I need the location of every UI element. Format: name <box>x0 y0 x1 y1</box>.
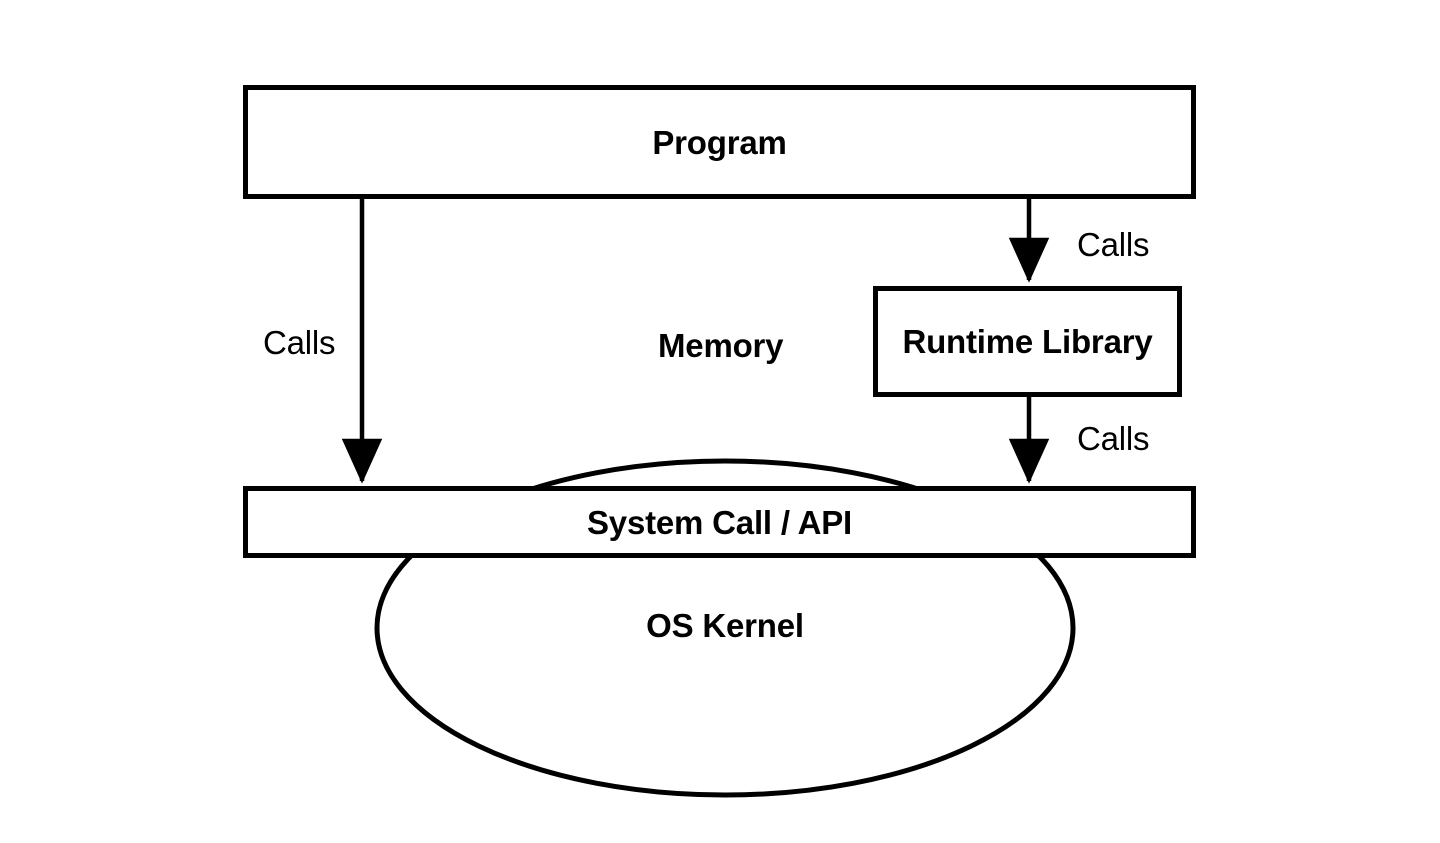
edge-label-calls-program-to-runtime: Calls <box>1077 226 1150 263</box>
node-runtime-library[interactable]: Runtime Library <box>873 286 1182 397</box>
node-system-call-label: System Call / API <box>587 503 852 541</box>
node-program[interactable]: Program <box>243 85 1196 199</box>
node-program-label: Program <box>652 123 787 161</box>
edge-label-calls-runtime-to-syscall: Calls <box>1077 420 1150 457</box>
edge-label-calls-left: Calls <box>263 324 336 361</box>
node-runtime-library-label: Runtime Library <box>902 323 1153 360</box>
node-system-call[interactable]: System Call / API <box>243 486 1196 558</box>
label-memory: Memory <box>658 327 784 364</box>
